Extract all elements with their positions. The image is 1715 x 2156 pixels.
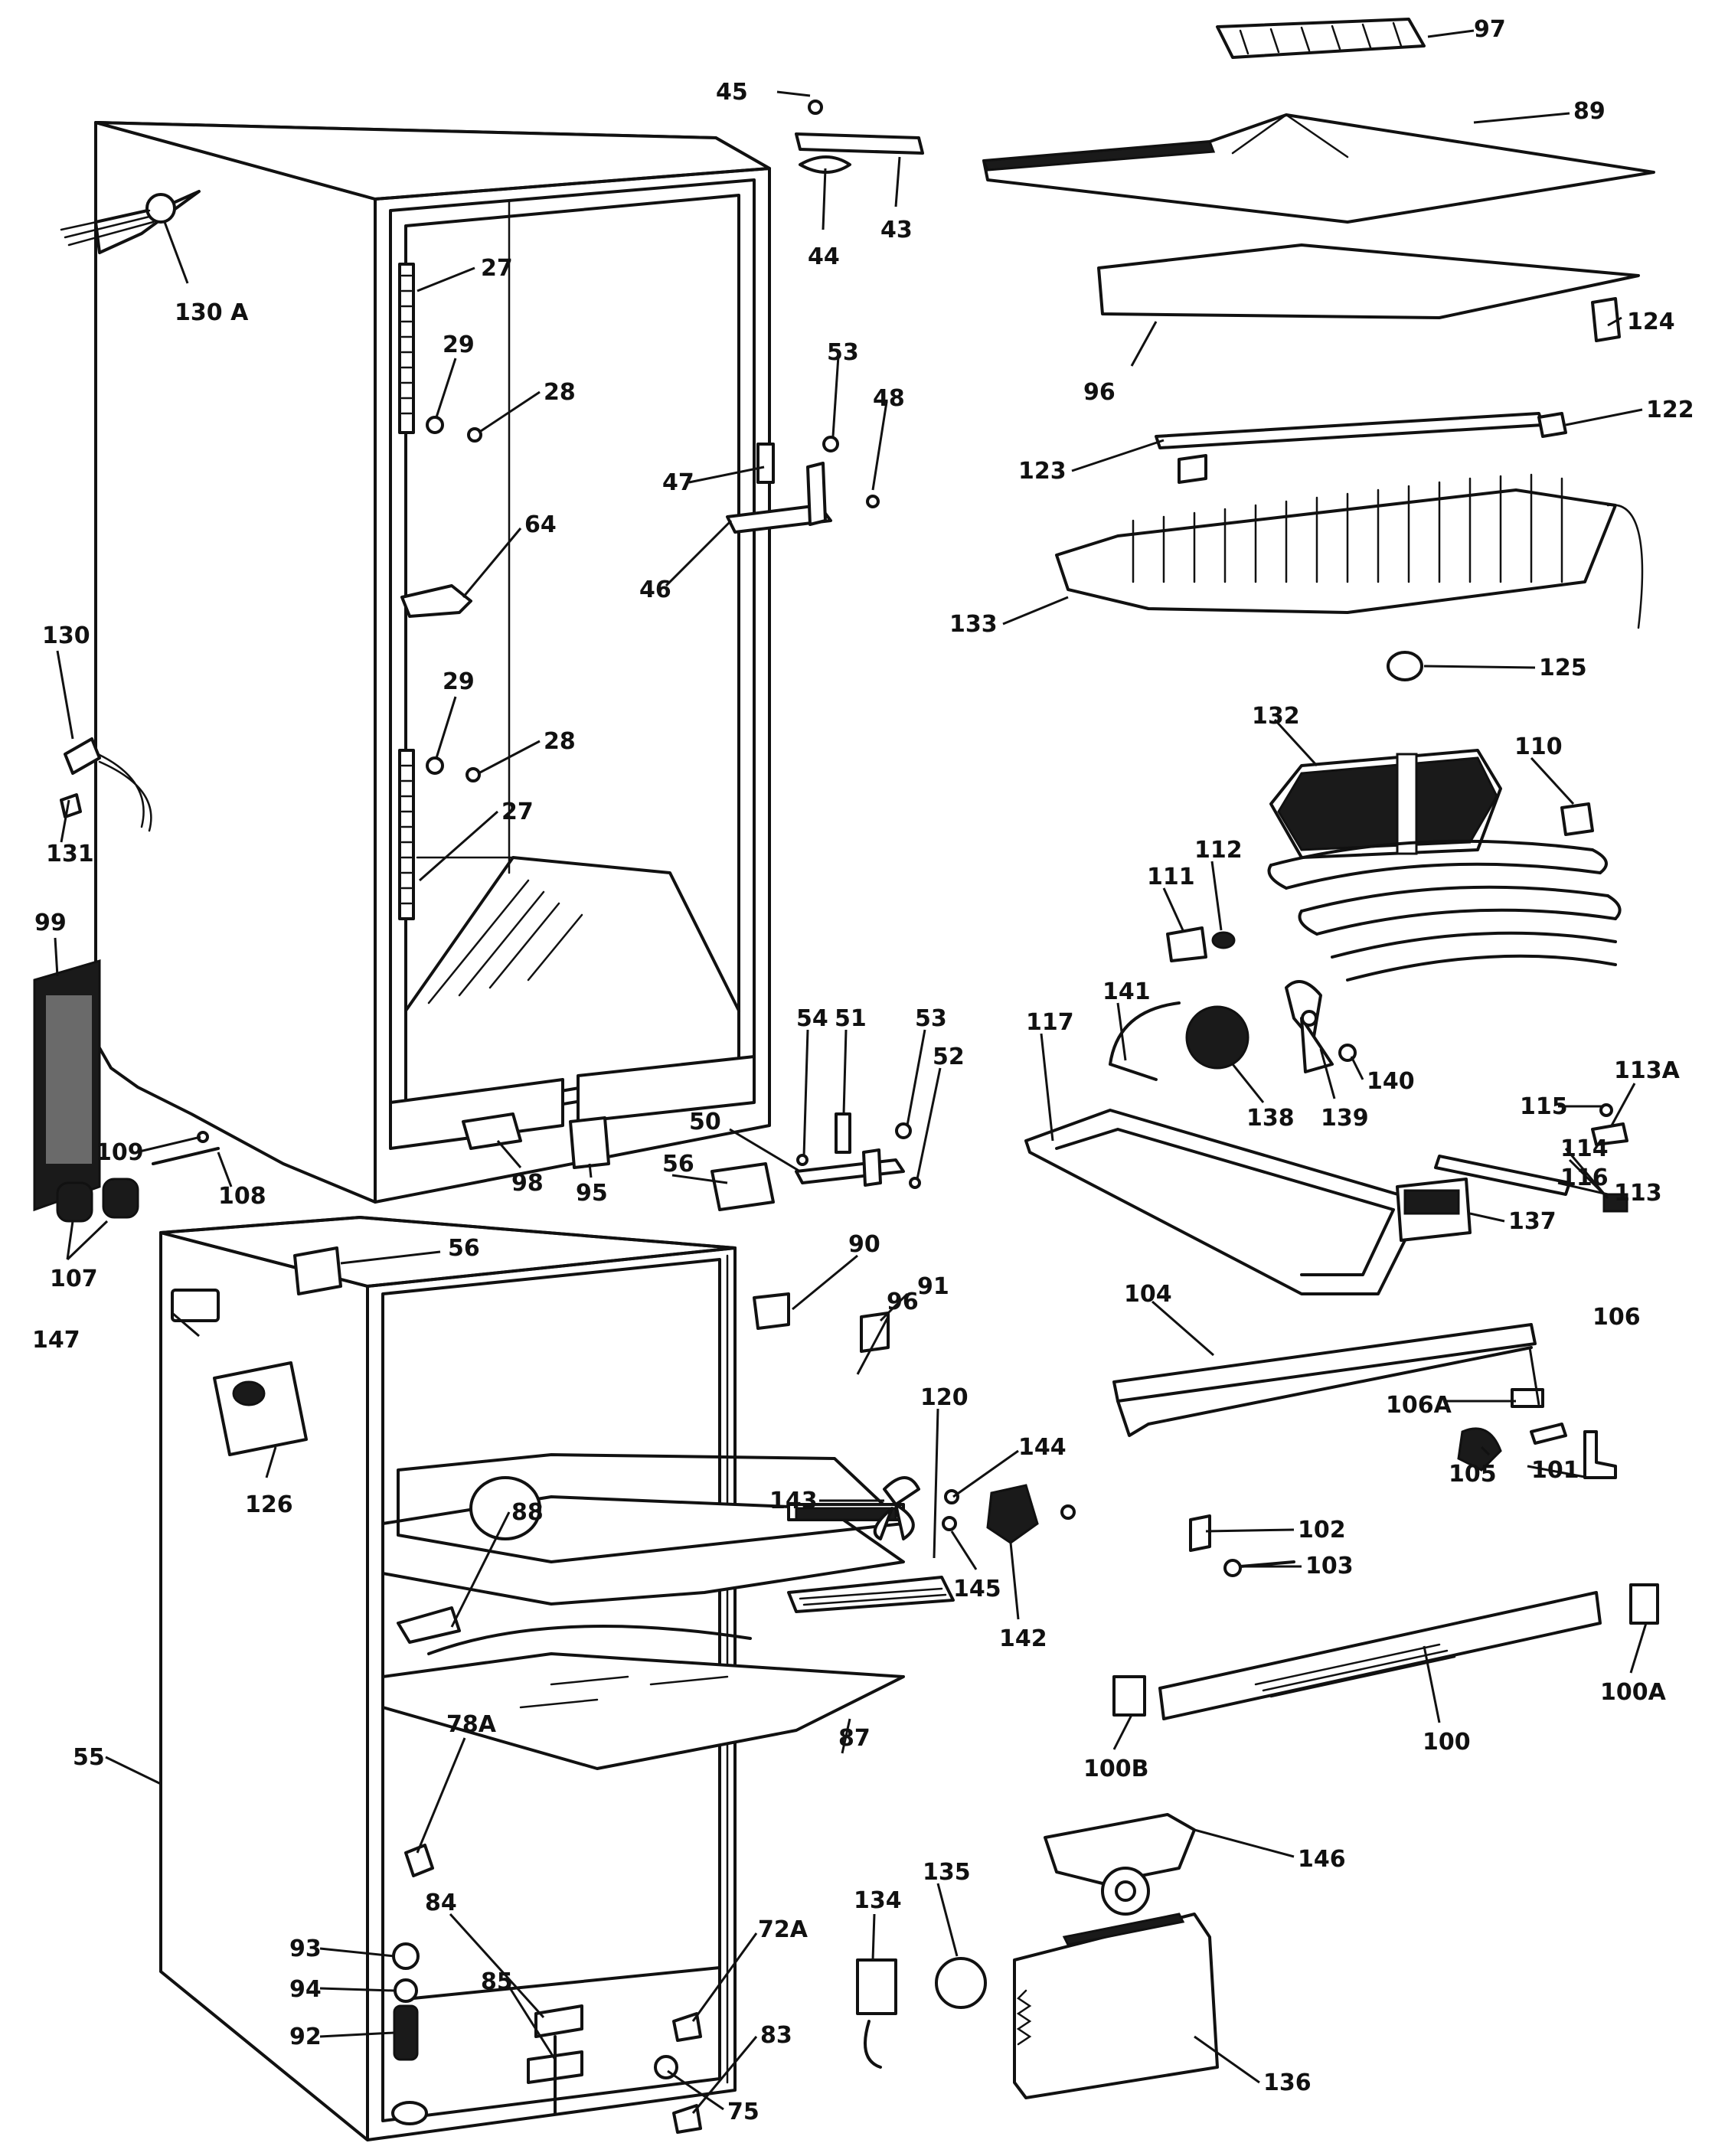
- label-100: 100: [1423, 1729, 1471, 1756]
- label-27-lower: 27: [501, 799, 534, 825]
- label-96-upper: 96: [1083, 379, 1116, 406]
- label-108: 108: [218, 1183, 266, 1210]
- label-88: 88: [511, 1499, 544, 1526]
- label-126: 126: [245, 1491, 293, 1518]
- label-140: 140: [1367, 1068, 1415, 1095]
- label-85: 85: [481, 1968, 513, 1995]
- label-114: 114: [1560, 1135, 1609, 1162]
- label-145: 145: [953, 1576, 1001, 1602]
- label-45: 45: [716, 79, 748, 106]
- label-133: 133: [949, 611, 998, 638]
- label-29-upper: 29: [443, 332, 475, 358]
- label-110: 110: [1514, 733, 1563, 760]
- label-47: 47: [662, 469, 694, 496]
- label-146: 146: [1298, 1846, 1346, 1873]
- label-116: 116: [1560, 1165, 1609, 1191]
- label-142: 142: [999, 1625, 1047, 1652]
- freezer-components: [56, 18, 1659, 2099]
- lower-cabinet: [159, 1162, 955, 2141]
- label-131: 131: [46, 841, 94, 867]
- label-78a: 78A: [446, 1711, 497, 1738]
- label-141: 141: [1102, 978, 1151, 1005]
- label-135: 135: [923, 1859, 971, 1886]
- label-98: 98: [511, 1170, 544, 1197]
- label-52: 52: [933, 1044, 965, 1070]
- label-122: 122: [1646, 397, 1694, 423]
- label-51: 51: [835, 1005, 867, 1032]
- label-124: 124: [1627, 309, 1675, 335]
- label-50: 50: [689, 1109, 721, 1135]
- label-115: 115: [1520, 1093, 1568, 1120]
- label-106a: 106A: [1386, 1392, 1452, 1419]
- label-125: 125: [1539, 655, 1587, 681]
- label-43: 43: [880, 217, 913, 243]
- label-95: 95: [576, 1180, 608, 1207]
- label-111: 111: [1147, 864, 1195, 890]
- label-144: 144: [1018, 1434, 1067, 1461]
- label-29-lower: 29: [443, 668, 475, 695]
- label-117: 117: [1026, 1009, 1074, 1036]
- label-96-lower: 96: [887, 1289, 919, 1315]
- leader-lines: [54, 29, 1648, 2114]
- callout-labels: 97 89 45 43 44 130 A 27 29 28 96 124 53 …: [32, 16, 1694, 2125]
- label-113a: 113A: [1614, 1057, 1681, 1084]
- label-104: 104: [1124, 1281, 1172, 1308]
- label-94: 94: [289, 1976, 322, 2003]
- label-107: 107: [50, 1266, 98, 1292]
- label-120: 120: [920, 1384, 969, 1411]
- label-130: 130: [42, 622, 90, 649]
- label-109: 109: [96, 1139, 144, 1166]
- label-55: 55: [73, 1744, 105, 1771]
- label-89: 89: [1573, 98, 1606, 125]
- label-90: 90: [848, 1231, 880, 1258]
- label-83: 83: [760, 2022, 792, 2049]
- label-137: 137: [1508, 1208, 1557, 1235]
- label-136: 136: [1263, 2069, 1312, 2096]
- label-112: 112: [1194, 837, 1243, 864]
- label-103: 103: [1305, 1553, 1354, 1579]
- label-75: 75: [727, 2099, 760, 2125]
- label-56-lower: 56: [448, 1235, 480, 1262]
- label-53-lower: 53: [915, 1005, 947, 1032]
- label-100b: 100B: [1083, 1756, 1149, 1782]
- label-72a: 72A: [758, 1916, 808, 1943]
- label-92: 92: [289, 2024, 322, 2050]
- label-28-lower: 28: [544, 728, 576, 755]
- label-87: 87: [838, 1725, 871, 1752]
- label-84: 84: [425, 1890, 457, 1916]
- label-130a: 130 A: [175, 299, 249, 326]
- label-54: 54: [796, 1005, 828, 1032]
- label-147: 147: [32, 1327, 80, 1354]
- label-91: 91: [917, 1273, 949, 1300]
- label-138: 138: [1246, 1105, 1295, 1132]
- label-106: 106: [1592, 1304, 1641, 1331]
- label-139: 139: [1321, 1105, 1369, 1132]
- label-143: 143: [769, 1488, 818, 1514]
- label-48: 48: [873, 385, 905, 412]
- label-64: 64: [524, 511, 557, 538]
- label-28-upper: 28: [544, 379, 576, 406]
- label-123: 123: [1018, 458, 1067, 485]
- label-44: 44: [808, 243, 840, 270]
- label-102: 102: [1298, 1517, 1346, 1544]
- label-99: 99: [34, 910, 67, 936]
- label-105: 105: [1449, 1461, 1497, 1488]
- label-101: 101: [1531, 1457, 1579, 1484]
- label-134: 134: [854, 1887, 902, 1914]
- label-132: 132: [1252, 703, 1300, 730]
- label-53-upper: 53: [827, 339, 859, 366]
- upper-cabinet: [33, 121, 905, 1212]
- label-93: 93: [289, 1936, 322, 1962]
- label-27-upper: 27: [481, 255, 513, 282]
- label-97: 97: [1474, 16, 1506, 43]
- label-113: 113: [1614, 1180, 1662, 1207]
- label-56-upper: 56: [662, 1151, 694, 1178]
- label-100a: 100A: [1600, 1679, 1667, 1706]
- label-46: 46: [639, 577, 671, 603]
